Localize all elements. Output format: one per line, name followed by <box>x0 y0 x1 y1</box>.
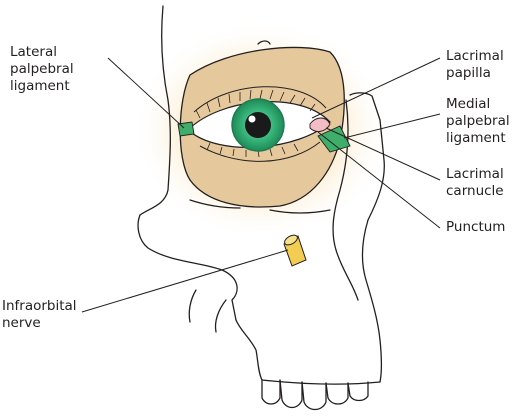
leader-lacrimal-carnucle <box>325 127 441 181</box>
pupil-highlight <box>248 115 256 123</box>
leader-lines <box>81 57 441 313</box>
label-lateral-line-3: ligament <box>10 78 70 94</box>
label-nerve-line-2: nerve <box>2 315 41 331</box>
label-carnucle-line-2: carnucle <box>446 183 504 199</box>
label-medial-line-2: palpebral <box>446 113 510 129</box>
label-punctum: Punctum <box>446 219 505 236</box>
skull-outline <box>137 5 385 411</box>
label-medial-palpebral-ligament: Medial palpebral ligament <box>446 96 510 147</box>
label-lacrimal-papilla: Lacrimal papilla <box>446 48 504 82</box>
label-papilla-line-2: papilla <box>446 65 491 81</box>
medial-ligament-shape <box>317 125 351 153</box>
label-nerve-line-1: Infraorbital <box>2 298 77 314</box>
label-medial-line-3: ligament <box>446 130 506 146</box>
label-lateral-palpebral-ligament: Lateral palpebral ligament <box>10 44 74 95</box>
leader-infraorbital-nerve <box>81 249 289 313</box>
lower-lid-crease <box>199 141 321 162</box>
leader-lateral-ligament <box>107 57 185 129</box>
infraorbital-nerve-shape <box>283 234 307 267</box>
upper-eyelashes <box>195 89 316 119</box>
label-medial-line-1: Medial <box>446 96 491 112</box>
lacrimal-carnucle-shape <box>309 117 331 132</box>
label-carnucle-line-1: Lacrimal <box>446 166 504 182</box>
upper-lid-crease <box>193 86 327 113</box>
label-punctum-line-1: Punctum <box>446 219 506 235</box>
leader-punctum <box>317 131 441 229</box>
leader-medial-ligament <box>343 113 441 139</box>
label-lacrimal-carnucle: Lacrimal carnucle <box>446 166 504 200</box>
leader-lacrimal-papilla <box>311 57 441 119</box>
label-infraorbital-nerve: Infraorbital nerve <box>2 298 77 332</box>
label-lateral-line-1: Lateral <box>10 44 57 60</box>
label-papilla-line-1: Lacrimal <box>446 48 504 64</box>
pupil <box>245 112 271 138</box>
label-lateral-line-2: palpebral <box>10 61 74 77</box>
